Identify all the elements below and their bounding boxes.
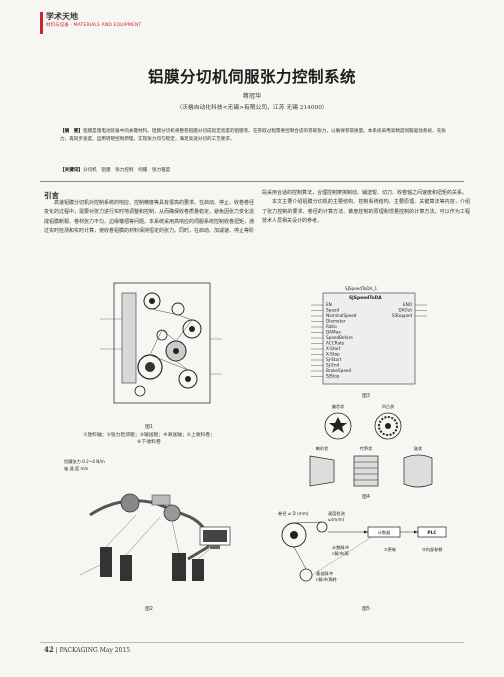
fig4-label-eccentric: 偏芯状 xyxy=(332,403,345,410)
intro-right-text: 段采用合适的控制算法，合理控制摩擦制动、辅送辊、切刀、收卷轴之间速度和扭矩的关系… xyxy=(262,189,470,226)
intro-heading: 引言 xyxy=(44,191,59,200)
intro-paragraph-2: 本文主要介绍铝膜分切机的主要结构、控制系统结构、主要原理、关键算法等内容，介绍了… xyxy=(262,199,470,224)
page-number: 42 xyxy=(44,645,54,654)
fig4-label-trumpet: 喇叭状 xyxy=(316,445,329,452)
fb-output: SStopped xyxy=(392,313,412,318)
section-subtitle: 材料与设备 · MATERIALS AND EQUIPMENT xyxy=(46,23,142,28)
fb-input: EN xyxy=(326,302,332,307)
keywords-text: 分切机 铝膜 张力控制 伺服 张力锥度 xyxy=(82,168,171,173)
figure-5-caption: 图5 xyxy=(362,607,370,612)
fig5-label-ref-pulse: 基准脉冲 xyxy=(316,570,333,577)
intro-left-text: 高速铝膜分切机对控制系统的响应、控制精度等具有很高的要求。在启动、停止、收卷卷径… xyxy=(44,200,255,234)
fb-output: ENO xyxy=(403,302,413,307)
keywords-label: 【关键词】 xyxy=(60,168,83,173)
fb-input: NominalSpeed xyxy=(326,313,357,318)
figure-4-roll-defects: 偏芯状 凹凸状 喇叭状 竹笋状 鼓状 xyxy=(309,403,433,488)
figure-1-legend-1: ①放料轴；②张力检测辊；③输送辊；④滑送轴；⑤上收料卷； xyxy=(83,432,215,438)
fig5-label-plc: PLC xyxy=(427,530,436,536)
fig5-label-internal: ③内部参数 xyxy=(422,546,443,553)
fig5-label-counter: 计数器 xyxy=(378,529,391,536)
abstract-text: 铝膜是锂电池装备中的关键材料。铝膜分切机将整卷铝膜分切成指定宽度的铝膜卷。在卷取… xyxy=(60,129,446,142)
journal-name: PACKAGING xyxy=(59,647,98,654)
fb-input: X-Stop xyxy=(326,352,340,357)
keywords: 【关键词】分切机 铝膜 张力控制 伺服 张力锥度 xyxy=(60,167,450,173)
issue-date: May 2015 xyxy=(99,647,131,654)
figure-1-machine-diagram xyxy=(100,282,222,404)
fig5-label-speed-detect: 速度检测 xyxy=(328,510,345,517)
figure-3-caption: 图3 xyxy=(362,394,370,399)
fig5-label-n-pulse: n脉冲/周 xyxy=(332,550,349,557)
section-name: 学术天地 xyxy=(46,12,78,21)
fb-input: SJ-End xyxy=(326,363,340,368)
intro-paragraph-1: 段采用合适的控制算法，合理控制摩擦制动、辅送辊、切刀、收卷轴之间速度和扭矩的关系… xyxy=(262,190,468,196)
fb-outputs: ENO DAOut SStopped xyxy=(392,302,413,318)
fig4-label-bumpy: 凹凸状 xyxy=(382,403,395,410)
fb-instance-name: SJSpeedToDA_1 xyxy=(345,286,378,291)
fig5-label-count-pulse: 计数脉冲 xyxy=(332,544,349,551)
fb-block-name: SJSpeedToDA xyxy=(349,295,382,301)
fig5-label-omega: ω(m/m) xyxy=(328,517,345,522)
fb-input: Speed xyxy=(326,308,339,313)
figure-5-diameter-diagram: 卷径 ≠ D (mm) 速度检测 ω(m/m) 计数器 PLC 计数脉冲 n脉冲… xyxy=(278,510,447,583)
footer-rule xyxy=(40,642,464,643)
fb-input: Ratio xyxy=(326,324,337,329)
divider xyxy=(40,181,464,182)
fig5-label-n-pulse-turn: n脉冲/周转 xyxy=(316,576,337,583)
fb-input: SJStop xyxy=(326,374,340,379)
article-author: 蒋冠华 xyxy=(242,93,262,100)
figure-4-caption: 图4 xyxy=(362,495,370,500)
fb-input: BrakeSpeed xyxy=(326,368,351,373)
fb-input: X-Start xyxy=(326,346,341,351)
article-title: 铝膜分切机伺服张力控制系统 xyxy=(147,67,356,86)
figure-2-system-diagram: 铝膜张力 0.2~4 N/m 轴 速 度 m/s xyxy=(64,458,231,581)
fb-input: ACCRate xyxy=(326,341,345,346)
article-affiliation: （沃格自动化科技<无锡>有限公司，江苏 无锡 214000） xyxy=(176,105,328,111)
footer-separator: | xyxy=(55,647,60,654)
fig4-label-bamboo: 竹笋状 xyxy=(360,445,373,452)
fb-input: SJ-Start xyxy=(326,357,342,362)
figure-2-caption: 图2 xyxy=(145,607,153,612)
figure-1-caption: 图1 ①放料轴；②张力检测辊；③输送辊；④滑送轴；⑤上收料卷； ⑥下收料卷 xyxy=(44,424,254,447)
fb-input: DAMax xyxy=(326,330,341,335)
header-accent-bar xyxy=(40,12,43,34)
figure-3-function-block: SJSpeedToDA_1 SJSpeedToDA EN Speed Nomin… xyxy=(311,286,427,385)
figure-2-label-tension: 铝膜张力 0.2~4 N/m xyxy=(64,458,105,465)
fb-output: DAOut xyxy=(398,308,412,313)
figure-1-number: 图1 xyxy=(145,425,153,430)
figure-1-legend-2: ⑥下收料卷 xyxy=(137,440,161,446)
fb-inputs: EN Speed NominalSpeed Diameter Ratio DAM… xyxy=(326,302,357,379)
fb-input: SpeedBefore xyxy=(326,335,353,340)
abstract: 【摘 要】铝膜是锂电池装备中的关键材料。铝膜分切机将整卷铝膜分切成指定宽度的铝膜… xyxy=(60,128,450,143)
fb-input: Diameter xyxy=(326,319,346,324)
fig4-label-drum: 鼓状 xyxy=(414,445,423,452)
figure-2-label-speed: 轴 速 度 m/s xyxy=(64,465,88,472)
fig5-label-diameter: 卷径 ≠ D (mm) xyxy=(278,510,309,516)
footer: 42 | PACKAGING May 2015 xyxy=(44,645,130,654)
abstract-label: 【摘 要】 xyxy=(60,129,83,134)
fig5-label-update: ②更新 xyxy=(384,546,396,553)
